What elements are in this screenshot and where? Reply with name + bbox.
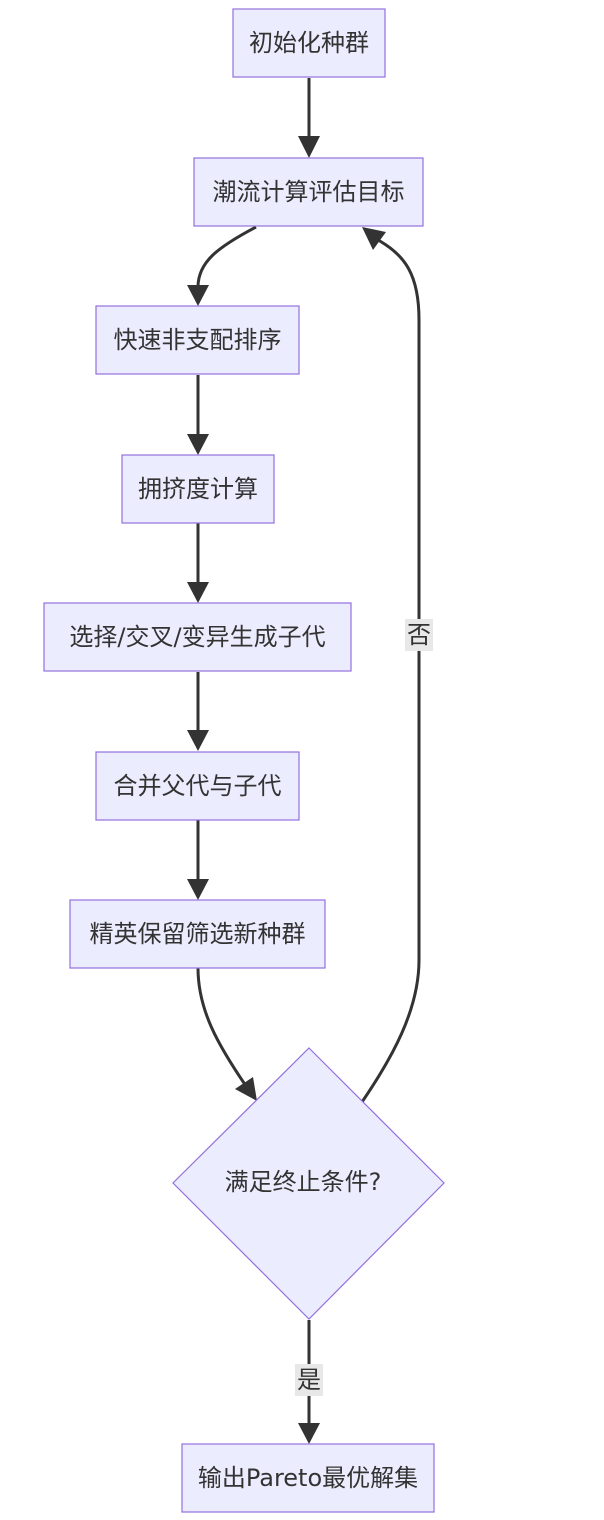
- svg-text:否: 否: [407, 621, 431, 649]
- arrowhead-sort: [187, 285, 209, 306]
- svg-text:精英保留筛选新种群: 精英保留筛选新种群: [90, 920, 306, 948]
- edge-labels: 否 是: [295, 619, 433, 1396]
- edge-label-no: 否: [405, 619, 433, 651]
- arrowhead-eval-loop: [362, 227, 386, 250]
- edge-label-yes: 是: [295, 1364, 323, 1396]
- svg-text:输出Pareto最优解集: 输出Pareto最优解集: [198, 1464, 418, 1492]
- arrowhead-elite: [187, 879, 209, 900]
- node-decision: 满足终止条件?: [172, 1047, 445, 1320]
- svg-text:快速非支配排序: 快速非支配排序: [114, 326, 282, 354]
- edge-elite-to-decision: [196, 967, 248, 1087]
- node-elite: 精英保留筛选新种群: [69, 899, 326, 969]
- svg-text:是: 是: [297, 1366, 321, 1394]
- node-eval: 潮流计算评估目标: [193, 157, 424, 227]
- node-init: 初始化种群: [232, 8, 386, 78]
- node-output: 输出Pareto最优解集: [181, 1443, 435, 1513]
- svg-text:拥挤度计算: 拥挤度计算: [138, 475, 258, 503]
- nodes: 初始化种群 潮流计算评估目标 快速非支配排序 拥挤度计算 选择/交叉/变异生成子…: [43, 8, 445, 1513]
- arrowhead-output: [298, 1423, 320, 1444]
- arrowhead-genop: [187, 582, 209, 603]
- arrowhead-merge: [187, 730, 209, 751]
- arrowhead-crowd: [187, 434, 209, 455]
- node-genop: 选择/交叉/变异生成子代: [43, 602, 352, 672]
- arrowhead-decision: [235, 1077, 257, 1101]
- svg-text:选择/交叉/变异生成子代: 选择/交叉/变异生成子代: [69, 623, 325, 651]
- arrowhead-eval: [298, 136, 320, 158]
- node-merge: 合并父代与子代: [95, 751, 300, 821]
- edge-decision-to-eval: [360, 238, 421, 1103]
- svg-text:合并父代与子代: 合并父代与子代: [114, 772, 282, 800]
- svg-text:满足终止条件?: 满足终止条件?: [225, 1168, 382, 1196]
- edge-eval-to-sort: [196, 225, 257, 288]
- node-crowd: 拥挤度计算: [121, 454, 275, 524]
- svg-text:初始化种群: 初始化种群: [249, 29, 369, 57]
- svg-text:潮流计算评估目标: 潮流计算评估目标: [213, 178, 405, 206]
- edges: [187, 78, 421, 1444]
- node-sort: 快速非支配排序: [95, 305, 300, 375]
